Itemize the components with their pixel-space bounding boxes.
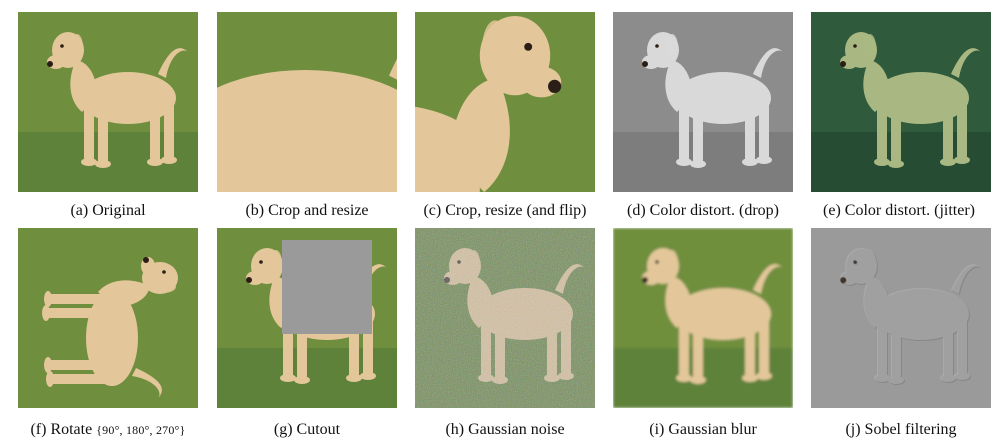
caption-rotate: (f) Rotate {90°, 180°, 270°}	[8, 421, 208, 439]
blur-image	[613, 228, 793, 408]
crop-image	[217, 12, 397, 192]
caption-crop-flip: (c) Crop, resize (and flip)	[423, 202, 587, 219]
caption-noise: (h) Gaussian noise	[445, 421, 565, 438]
rotate-image	[18, 228, 198, 408]
caption-color-jitter: (e) Color distort. (jitter)	[823, 202, 975, 219]
color-drop-image	[613, 12, 793, 192]
caption-sobel: (j) Sobel filtering	[845, 421, 957, 438]
caption-rotate-text: (f) Rotate	[30, 421, 93, 438]
cutout-image	[217, 228, 397, 408]
color-jitter-image	[811, 12, 991, 192]
original-image	[18, 12, 198, 192]
caption-color-drop: (d) Color distort. (drop)	[627, 202, 779, 219]
caption-rotate-angles: {90°, 180°, 270°}	[96, 423, 186, 437]
crop-flip-image	[415, 12, 595, 192]
sobel-image	[811, 228, 991, 408]
caption-blur: (i) Gaussian blur	[649, 421, 757, 438]
caption-cutout: (g) Cutout	[273, 421, 341, 438]
caption-crop: (b) Crop and resize	[245, 202, 369, 219]
noise-image	[415, 228, 595, 408]
caption-original: (a) Original	[70, 202, 146, 219]
cutout-patch	[282, 240, 372, 334]
